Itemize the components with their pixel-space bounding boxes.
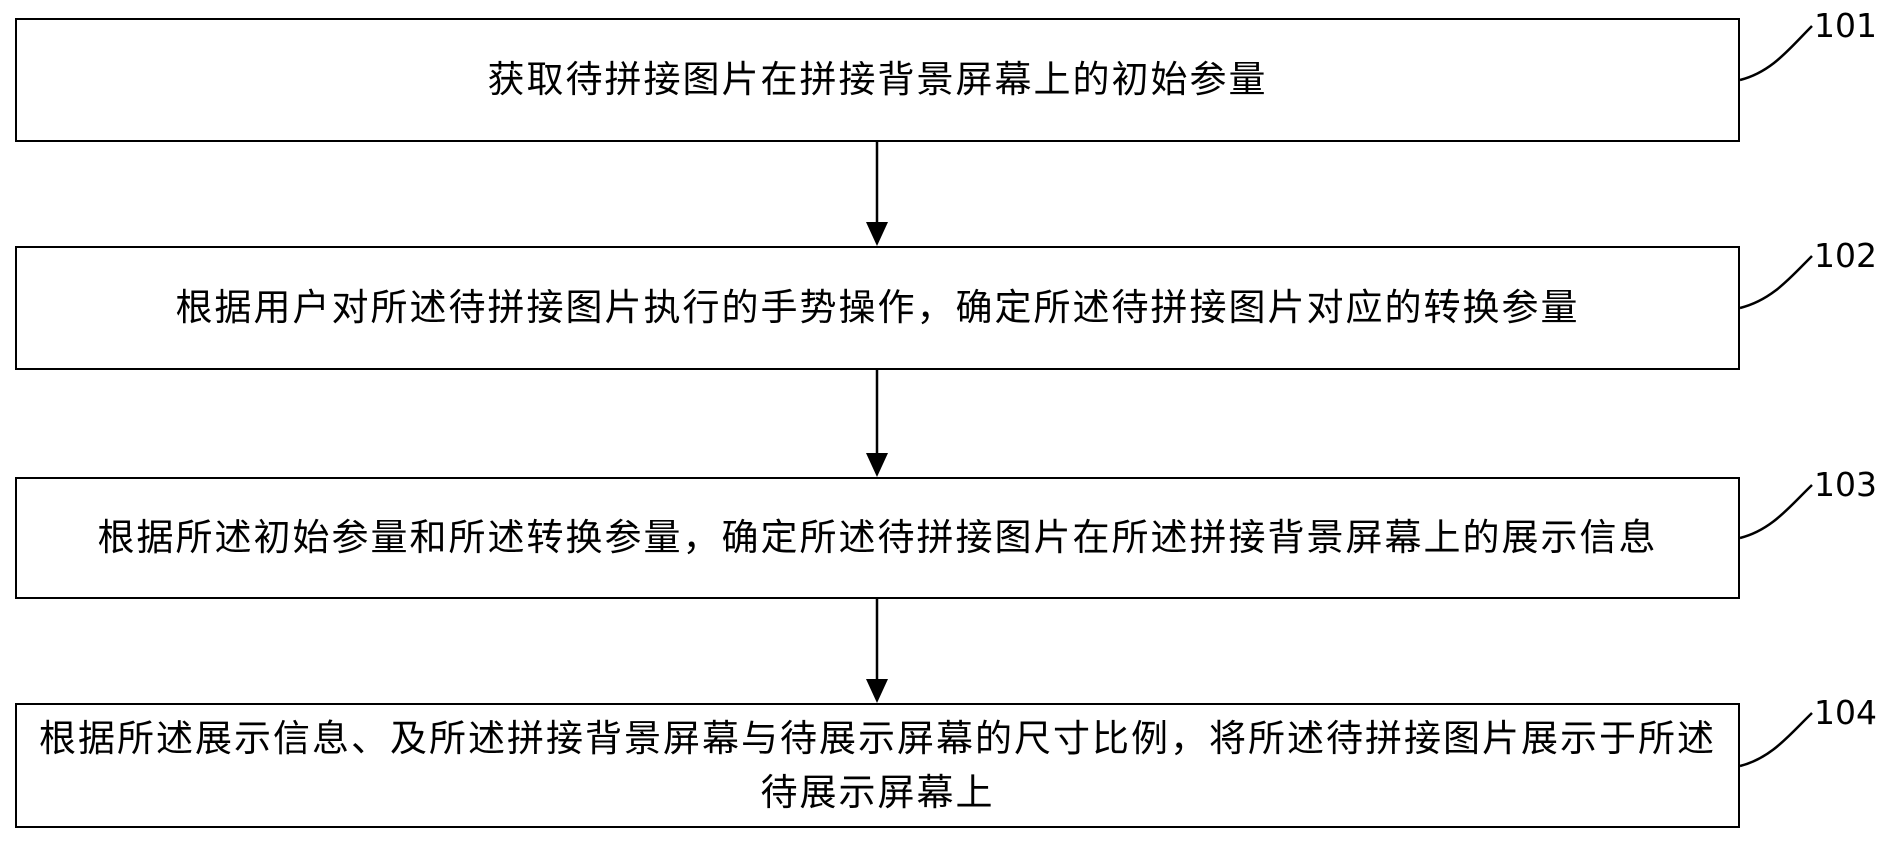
flow-arrow-103-104 xyxy=(866,599,888,703)
step-number-104: 104 xyxy=(1814,693,1877,732)
step-box-104: 根据所述展示信息、及所述拼接背景屏幕与待展示屏幕的尺寸比例，将所述待拼接图片展示… xyxy=(15,703,1740,828)
leader-line-103 xyxy=(1739,484,1813,540)
leader-line-102 xyxy=(1739,255,1813,310)
step-text-101: 获取待拼接图片在拼接背景屏幕上的初始参量 xyxy=(487,58,1268,101)
step-box-102: 根据用户对所述待拼接图片执行的手势操作，确定所述待拼接图片对应的转换参量 xyxy=(15,246,1740,370)
step-text-103: 根据所述初始参量和所述转换参量，确定所述待拼接图片在所述拼接背景屏幕上的展示信息 xyxy=(97,516,1658,559)
flow-arrow-102-103 xyxy=(866,370,888,477)
step-box-101: 获取待拼接图片在拼接背景屏幕上的初始参量 xyxy=(15,18,1740,142)
leader-line-104 xyxy=(1739,712,1813,768)
step-number-102: 102 xyxy=(1814,236,1877,275)
step-box-103: 根据所述初始参量和所述转换参量，确定所述待拼接图片在所述拼接背景屏幕上的展示信息 xyxy=(15,477,1740,599)
step-number-103: 103 xyxy=(1814,465,1877,504)
flow-arrow-101-102 xyxy=(866,142,888,246)
step-text-104: 根据所述展示信息、及所述拼接背景屏幕与待展示屏幕的尺寸比例，将所述待拼接图片展示… xyxy=(39,716,1716,814)
leader-line-101 xyxy=(1739,25,1813,82)
step-number-101: 101 xyxy=(1814,6,1877,45)
step-text-102: 根据用户对所述待拼接图片执行的手势操作，确定所述待拼接图片对应的转换参量 xyxy=(175,286,1580,329)
